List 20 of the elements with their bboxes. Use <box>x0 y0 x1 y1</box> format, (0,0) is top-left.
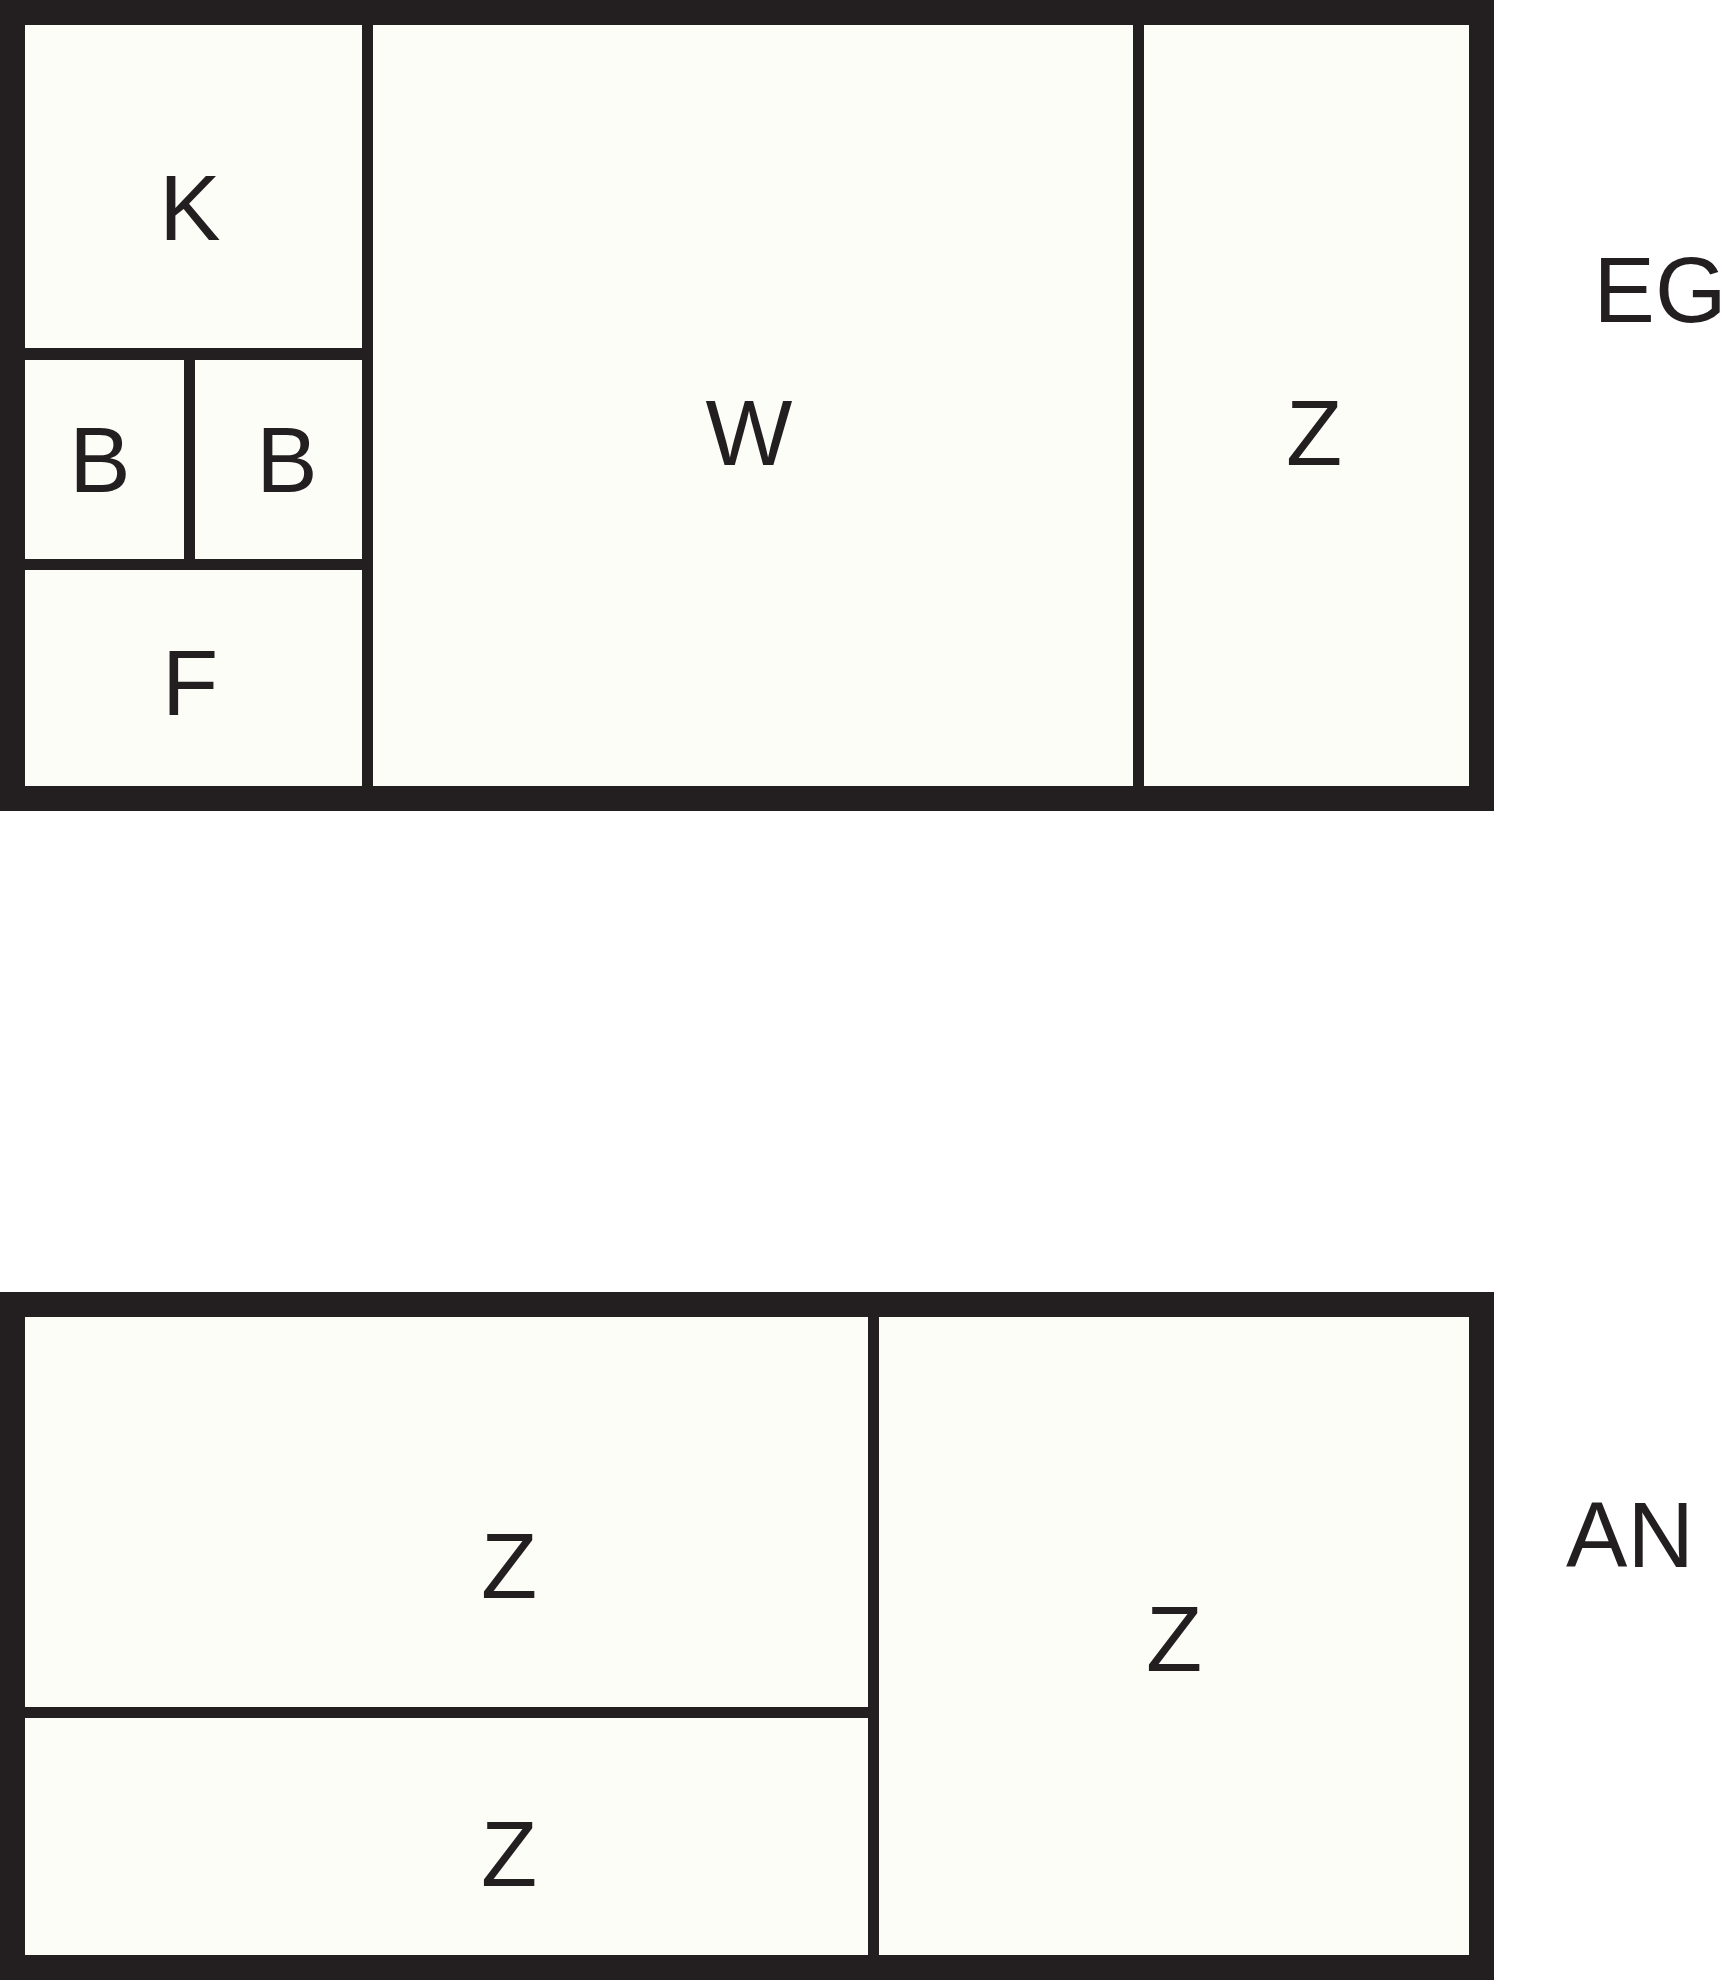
region-label: B <box>69 414 131 506</box>
region-cell <box>25 25 362 348</box>
region-cell <box>195 360 362 559</box>
panel-label: EG <box>1593 244 1727 336</box>
region-label: Z <box>1145 1593 1203 1685</box>
region-cell <box>25 570 362 786</box>
region-cell <box>879 1317 1469 1955</box>
region-label: Z <box>1285 387 1343 479</box>
region-label: Z <box>480 1808 538 1900</box>
region-label: K <box>159 162 221 254</box>
region-cell <box>373 25 1133 786</box>
region-cell <box>25 360 184 559</box>
region-label: Z <box>480 1520 538 1612</box>
region-cell <box>1144 25 1469 786</box>
region-label: F <box>161 637 219 729</box>
region-label: W <box>705 387 793 479</box>
region-cell <box>25 1718 868 1955</box>
panel-label: AN <box>1566 1489 1694 1581</box>
region-cell <box>25 1317 868 1707</box>
region-label: B <box>256 414 318 506</box>
